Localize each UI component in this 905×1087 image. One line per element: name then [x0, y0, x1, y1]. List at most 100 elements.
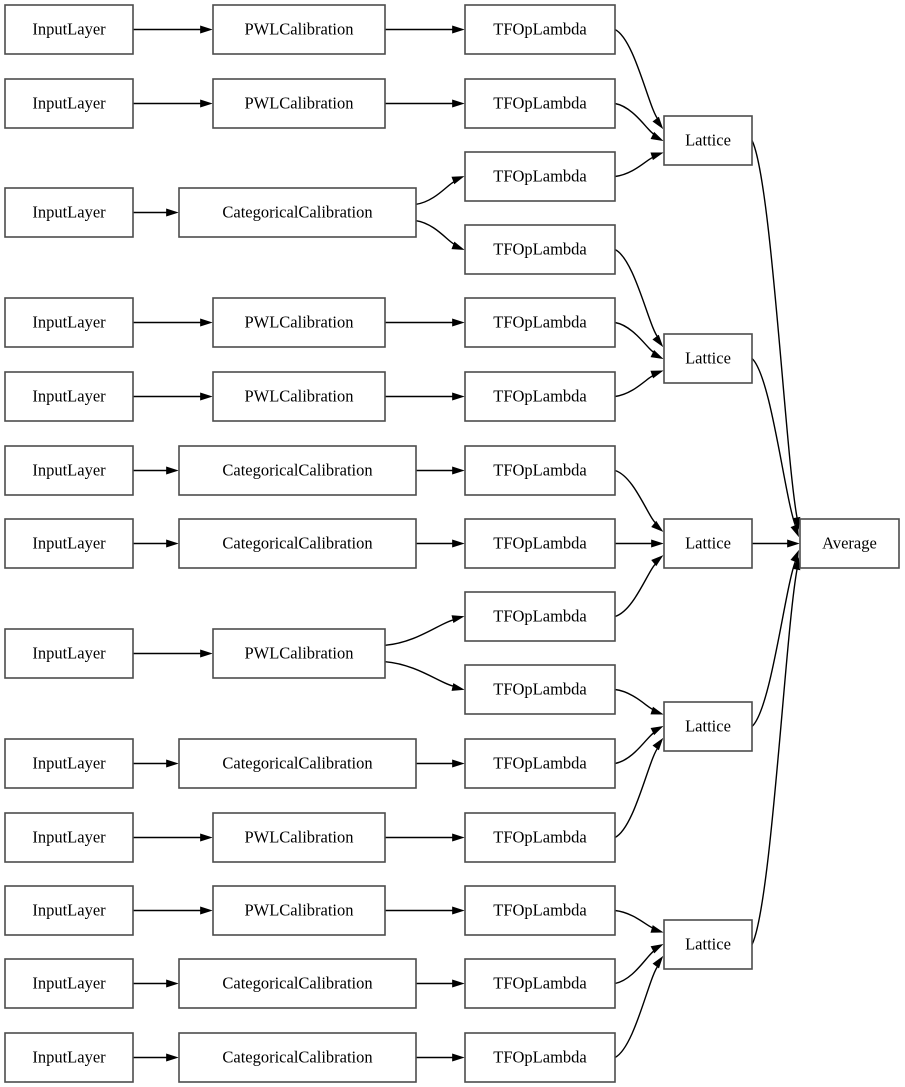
- arrowhead-icon: [650, 943, 664, 954]
- node-tfop-lambda-op5[interactable]: TFOpLambda: [464, 297, 616, 348]
- node-input-layer-in13[interactable]: InputLayer: [4, 1032, 134, 1083]
- node-box: [4, 78, 134, 129]
- node-tfop-lambda-op15[interactable]: TFOpLambda: [464, 1032, 616, 1083]
- node-box: [663, 701, 753, 752]
- node-box: [464, 738, 616, 789]
- node-tfop-lambda-op4[interactable]: TFOpLambda: [464, 224, 616, 275]
- node-tfop-lambda-op2[interactable]: TFOpLambda: [464, 78, 616, 129]
- node-categorical-calibration-cal9[interactable]: CategoricalCalibration: [178, 738, 417, 789]
- node-pwlcalibration-cal1[interactable]: PWLCalibration: [212, 4, 386, 55]
- node-categorical-calibration-cal7[interactable]: CategoricalCalibration: [178, 518, 417, 569]
- arrowhead-icon: [200, 99, 213, 108]
- node-box: [4, 518, 134, 569]
- node-input-layer-in4[interactable]: InputLayer: [4, 297, 134, 348]
- arrowhead-icon: [452, 1053, 465, 1062]
- node-box: [4, 958, 134, 1009]
- node-categorical-calibration-cal13[interactable]: CategoricalCalibration: [178, 1032, 417, 1083]
- node-lattice-lat2[interactable]: Lattice: [663, 333, 753, 384]
- node-categorical-calibration-cal12[interactable]: CategoricalCalibration: [178, 958, 417, 1009]
- node-lattice-lat4[interactable]: Lattice: [663, 701, 753, 752]
- node-tfop-lambda-op1[interactable]: TFOpLambda: [464, 4, 616, 55]
- arrowhead-icon: [451, 176, 465, 185]
- node-box: [464, 1032, 616, 1083]
- node-input-layer-in7[interactable]: InputLayer: [4, 518, 134, 569]
- node-box: [464, 591, 616, 642]
- arrowhead-icon: [652, 737, 664, 751]
- node-average-avg[interactable]: Average: [799, 518, 900, 569]
- node-box: [464, 78, 616, 129]
- node-box: [4, 885, 134, 936]
- node-box: [178, 738, 417, 789]
- node-input-layer-in8[interactable]: InputLayer: [4, 628, 134, 679]
- edge-op7-to-lat3: [614, 469, 658, 525]
- edge-op12-to-lat4: [614, 746, 660, 839]
- arrowhead-icon: [166, 208, 179, 217]
- node-pwlcalibration-cal11[interactable]: PWLCalibration: [212, 885, 386, 936]
- node-input-layer-in1[interactable]: InputLayer: [4, 4, 134, 55]
- node-tfop-lambda-op11[interactable]: TFOpLambda: [464, 738, 616, 789]
- edge-op5-to-lat2: [614, 321, 656, 354]
- node-pwlcalibration-cal4[interactable]: PWLCalibration: [212, 297, 386, 348]
- arrowhead-icon: [166, 1053, 179, 1062]
- arrowhead-icon: [650, 131, 664, 142]
- arrowhead-icon: [166, 759, 179, 768]
- arrowhead-icon: [200, 906, 213, 915]
- node-pwlcalibration-cal5[interactable]: PWLCalibration: [212, 371, 386, 422]
- node-tfop-lambda-op10[interactable]: TFOpLambda: [464, 664, 616, 715]
- arrowhead-icon: [200, 392, 213, 401]
- node-pwlcalibration-cal2[interactable]: PWLCalibration: [212, 78, 386, 129]
- edge-op11-to-lat4: [614, 731, 656, 765]
- arrowhead-icon: [452, 392, 465, 401]
- node-input-layer-in5[interactable]: InputLayer: [4, 371, 134, 422]
- node-box: [4, 187, 134, 238]
- node-box: [212, 4, 386, 55]
- node-pwlcalibration-cal8[interactable]: PWLCalibration: [212, 628, 386, 679]
- edge-cal8-to-op10: [384, 660, 456, 688]
- node-input-layer-in12[interactable]: InputLayer: [4, 958, 134, 1009]
- node-tfop-lambda-op3[interactable]: TFOpLambda: [464, 151, 616, 202]
- node-input-layer-in11[interactable]: InputLayer: [4, 885, 134, 936]
- node-lattice-lat5[interactable]: Lattice: [663, 919, 753, 970]
- node-box: [212, 78, 386, 129]
- node-categorical-calibration-cal6[interactable]: CategoricalCalibration: [178, 445, 417, 496]
- node-input-layer-in6[interactable]: InputLayer: [4, 445, 134, 496]
- edge-op4-to-lat2: [614, 248, 660, 339]
- node-box: [4, 371, 134, 422]
- node-box: [464, 518, 616, 569]
- node-pwlcalibration-cal10[interactable]: PWLCalibration: [212, 812, 386, 863]
- node-box: [464, 812, 616, 863]
- arrowhead-icon: [790, 524, 799, 538]
- node-box: [212, 297, 386, 348]
- node-box: [178, 1032, 417, 1083]
- node-input-layer-in3[interactable]: InputLayer: [4, 187, 134, 238]
- node-box: [464, 224, 616, 275]
- arrowhead-icon: [452, 906, 465, 915]
- node-tfop-lambda-op9[interactable]: TFOpLambda: [464, 591, 616, 642]
- arrowhead-icon: [200, 833, 213, 842]
- arrowhead-icon: [650, 349, 664, 360]
- node-tfop-lambda-op13[interactable]: TFOpLambda: [464, 885, 616, 936]
- node-box: [464, 151, 616, 202]
- edge-op9-to-lat3: [614, 562, 658, 618]
- edge-op14-to-lat5: [614, 949, 656, 985]
- node-box: [4, 445, 134, 496]
- node-tfop-lambda-op8[interactable]: TFOpLambda: [464, 518, 616, 569]
- node-tfop-lambda-op6[interactable]: TFOpLambda: [464, 371, 616, 422]
- node-tfop-lambda-op12[interactable]: TFOpLambda: [464, 812, 616, 863]
- node-box: [178, 958, 417, 1009]
- arrowhead-icon: [452, 833, 465, 842]
- node-box: [663, 333, 753, 384]
- node-input-layer-in10[interactable]: InputLayer: [4, 812, 134, 863]
- node-categorical-calibration-cal3[interactable]: CategoricalCalibration: [178, 187, 417, 238]
- node-tfop-lambda-op14[interactable]: TFOpLambda: [464, 958, 616, 1009]
- node-box: [212, 885, 386, 936]
- node-tfop-lambda-op7[interactable]: TFOpLambda: [464, 445, 616, 496]
- node-lattice-lat1[interactable]: Lattice: [663, 115, 753, 166]
- node-input-layer-in2[interactable]: InputLayer: [4, 78, 134, 129]
- node-input-layer-in9[interactable]: InputLayer: [4, 738, 134, 789]
- arrowhead-icon: [651, 539, 664, 548]
- node-lattice-lat3[interactable]: Lattice: [663, 518, 753, 569]
- arrowhead-icon: [651, 520, 664, 532]
